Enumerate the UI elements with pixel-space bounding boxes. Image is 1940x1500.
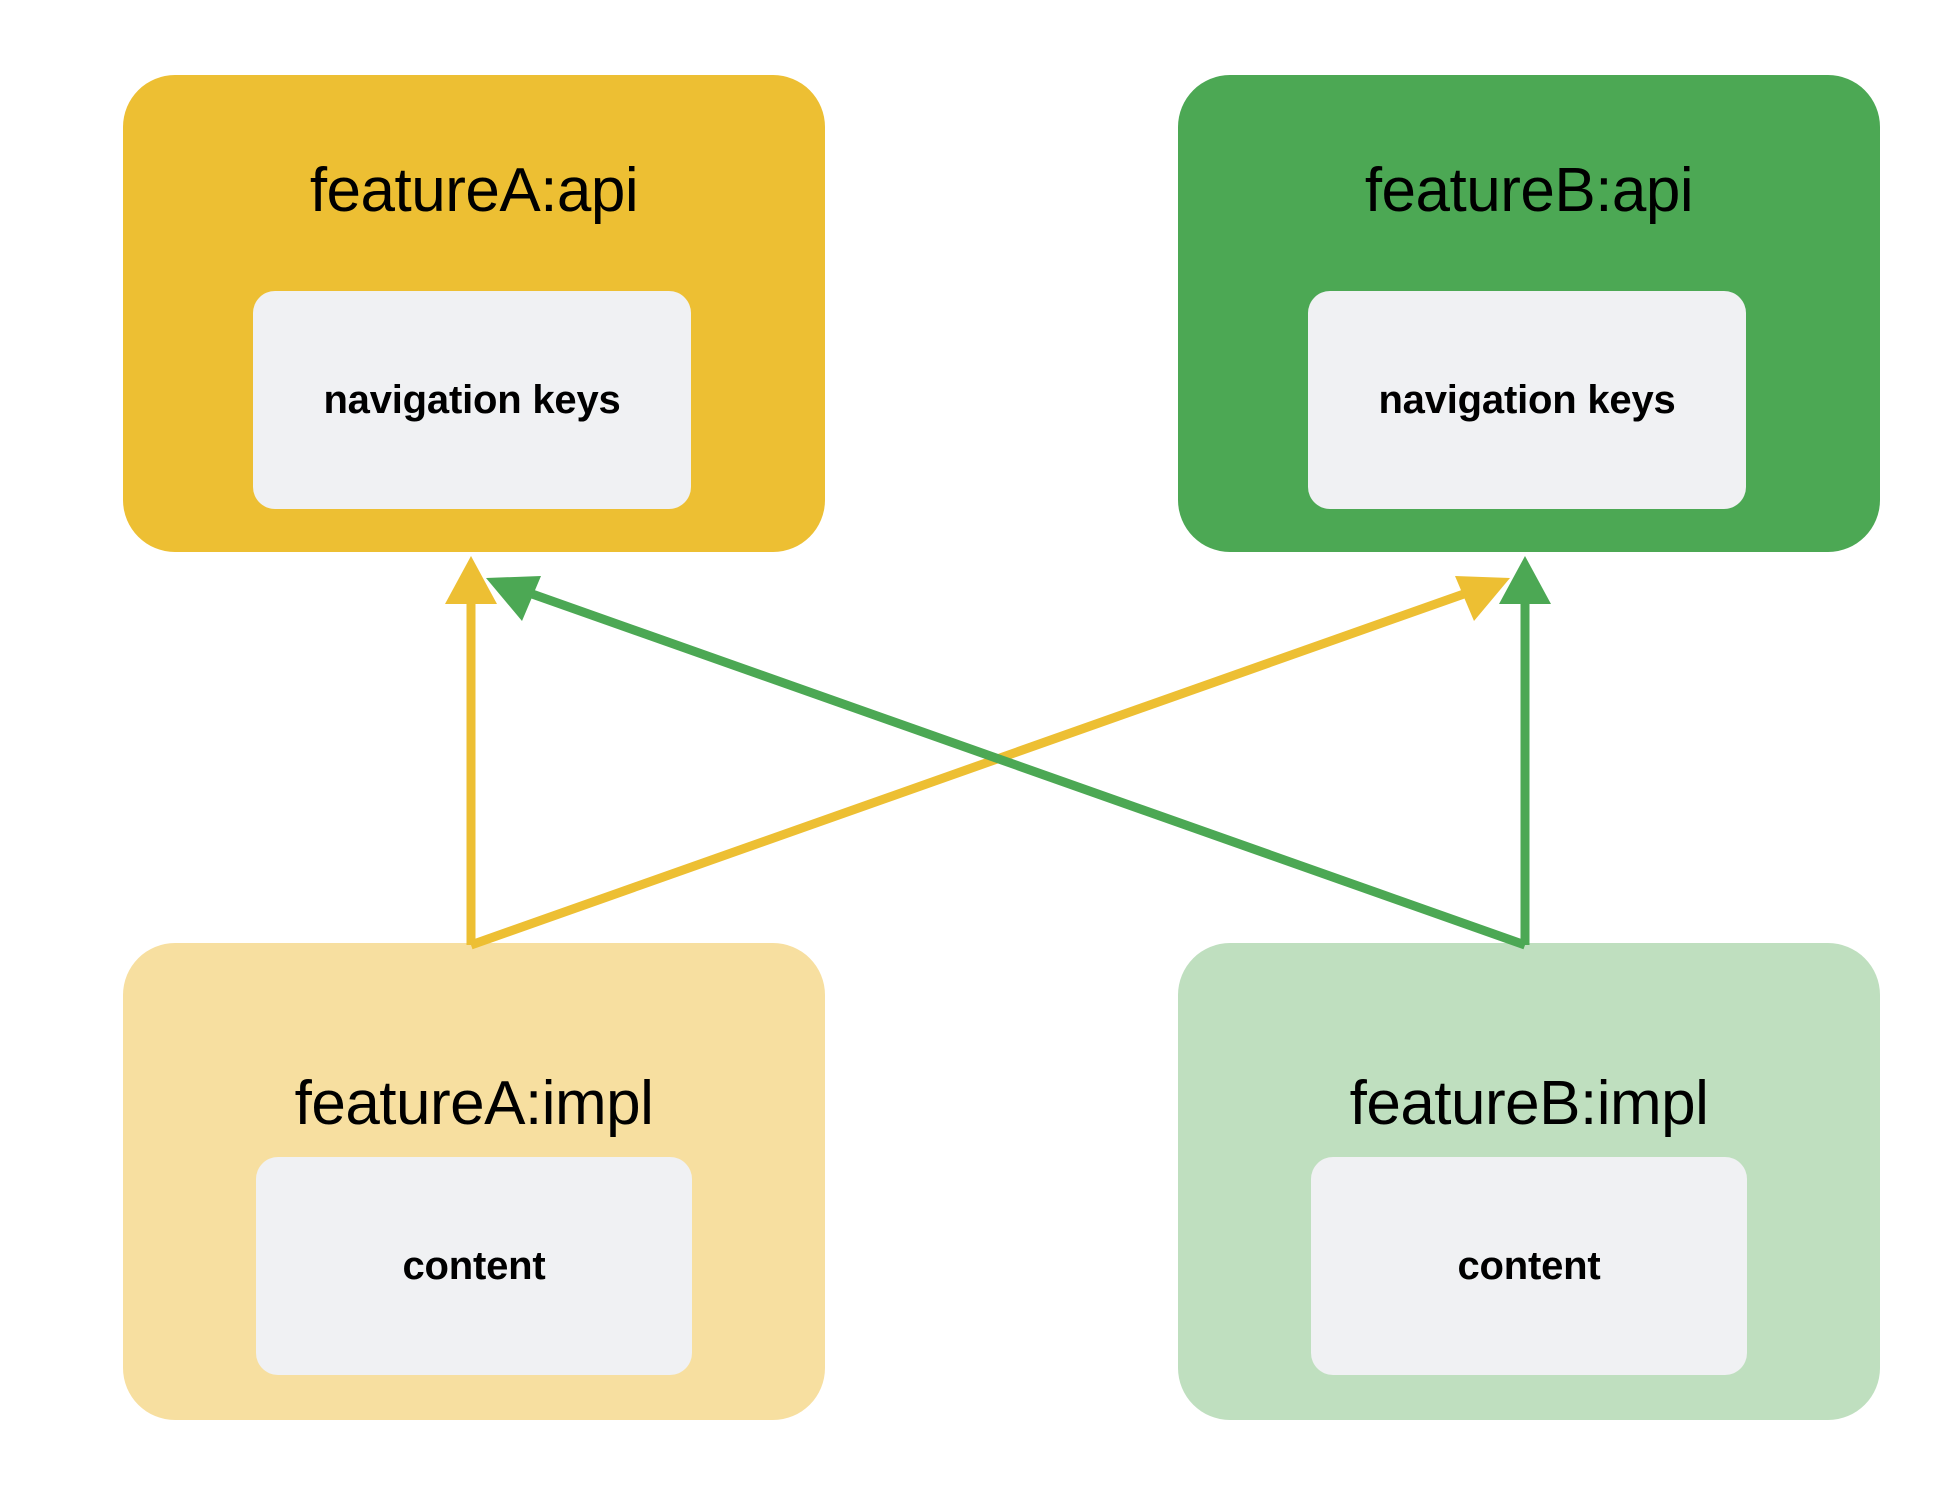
module-box-featureb-api[interactable]: featureB:api navigation keys xyxy=(1178,75,1880,552)
arrow-featureb-impl-to-featurea-api xyxy=(486,576,1527,950)
module-box-featurea-impl[interactable]: featureA:impl content xyxy=(123,943,825,1420)
inner-panel-label-featurea-api: navigation keys xyxy=(323,378,621,422)
inner-panel-label-featurea-impl: content xyxy=(402,1244,546,1288)
module-title-featureb-impl: featureB:impl xyxy=(1349,1069,1709,1138)
inner-panel-label-featureb-impl: content xyxy=(1457,1244,1601,1288)
arrow-featurea-impl-to-featurea-api xyxy=(445,556,497,945)
arrow-featureb-impl-to-featureb-api xyxy=(1499,556,1551,945)
module-title-featurea-api: featureA:api xyxy=(309,156,639,225)
module-box-featurea-api[interactable]: featureA:api navigation keys xyxy=(123,75,825,552)
inner-panel-label-featureb-api: navigation keys xyxy=(1378,378,1676,422)
module-title-featureb-api: featureB:api xyxy=(1364,156,1694,225)
inner-panel-featurea-impl[interactable]: content xyxy=(256,1157,692,1375)
inner-panel-featureb-api[interactable]: navigation keys xyxy=(1308,291,1746,509)
module-box-featureb-impl[interactable]: featureB:impl content xyxy=(1178,943,1880,1420)
module-title-featurea-impl: featureA:impl xyxy=(294,1069,654,1138)
inner-panel-featureb-impl[interactable]: content xyxy=(1311,1157,1747,1375)
arrow-featurea-impl-to-featureb-api xyxy=(469,576,1510,950)
inner-panel-featurea-api[interactable]: navigation keys xyxy=(253,291,691,509)
